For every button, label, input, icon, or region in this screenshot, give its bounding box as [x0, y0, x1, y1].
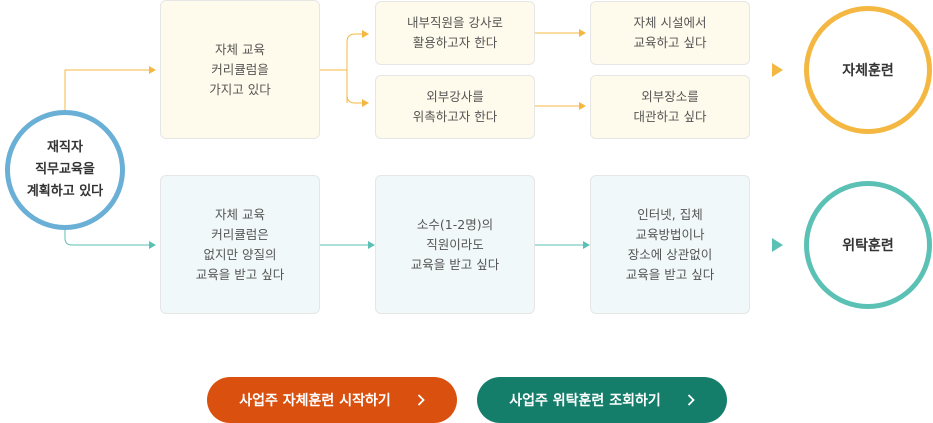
no-curriculum-box: 자체 교육 커리큘럼은 없지만 양질의 교육을 받고 싶다: [160, 175, 320, 314]
rent-venue-box: 외부장소를 대관하고 싶다: [590, 75, 750, 139]
arrowhead: [368, 241, 375, 249]
start-self-training-label: 사업주 자체훈련 시작하기: [239, 393, 391, 409]
arrowhead: [149, 241, 156, 249]
consign-training-label: 위탁훈련: [842, 238, 894, 254]
arrowhead: [362, 99, 369, 107]
connector-split-top: [346, 33, 363, 103]
few-staff-box: 소수(1-2명)의 직원이라도 교육을 받고 싶다: [375, 175, 535, 314]
arrowhead: [579, 102, 586, 110]
own-facility-text: 자체 시설에서 교육하고 싶다: [633, 15, 707, 50]
own-facility-box: 자체 시설에서 교육하고 싶다: [590, 1, 750, 65]
start-node: 재직자 직무교육을 계획하고 있다: [5, 110, 125, 230]
internal-instructor-box: 내부직원을 강사로 활용하고자 한다: [375, 1, 535, 65]
self-curriculum-text: 자체 교육 커리큘럼을 가지고 있다: [209, 41, 271, 97]
self-training-result: 자체훈련: [804, 6, 932, 134]
consign-result-pointer: [772, 238, 783, 252]
self-training-label: 자체훈련: [842, 63, 894, 79]
arrowhead: [149, 66, 156, 74]
external-instructor-box: 외부강사를 위촉하고자 한다: [375, 75, 535, 139]
chevron-right-icon: [687, 394, 695, 406]
start-self-training-button[interactable]: 사업주 자체훈련 시작하기: [207, 377, 457, 423]
connector-start-consign: [64, 230, 150, 246]
few-staff-text: 소수(1-2명)의 직원이라도 교육을 받고 싶다: [410, 216, 500, 272]
self-result-pointer: [772, 63, 783, 77]
rent-venue-text: 외부장소를 대관하고 싶다: [633, 89, 707, 124]
search-consign-training-button[interactable]: 사업주 위탁훈련 조회하기: [477, 377, 727, 423]
search-consign-training-label: 사업주 위탁훈련 조회하기: [509, 393, 661, 409]
connector-start-self: [64, 69, 150, 110]
connector-split-bottom: [346, 70, 363, 104]
chevron-right-icon: [417, 394, 425, 406]
internal-instructor-text: 내부직원을 강사로 활용하고자 한다: [407, 15, 503, 50]
arrowhead: [579, 29, 586, 37]
any-method-box: 인터넷, 집체 교육방법이나 장소에 상관없이 교육을 받고 싶다: [590, 175, 750, 314]
self-curriculum-box: 자체 교육 커리큘럼을 가지고 있다: [160, 0, 320, 139]
start-label: 재직자 직무교육을 계획하고 있다: [26, 140, 104, 199]
any-method-text: 인터넷, 집체 교육방법이나 장소에 상관없이 교육을 받고 싶다: [625, 206, 715, 282]
arrowhead: [583, 241, 590, 249]
no-curriculum-text: 자체 교육 커리큘럼은 없지만 양질의 교육을 받고 싶다: [195, 206, 285, 282]
external-instructor-text: 외부강사를 위촉하고자 한다: [412, 89, 498, 124]
arrowhead: [362, 30, 369, 38]
consign-training-result: 위탁훈련: [804, 181, 932, 309]
